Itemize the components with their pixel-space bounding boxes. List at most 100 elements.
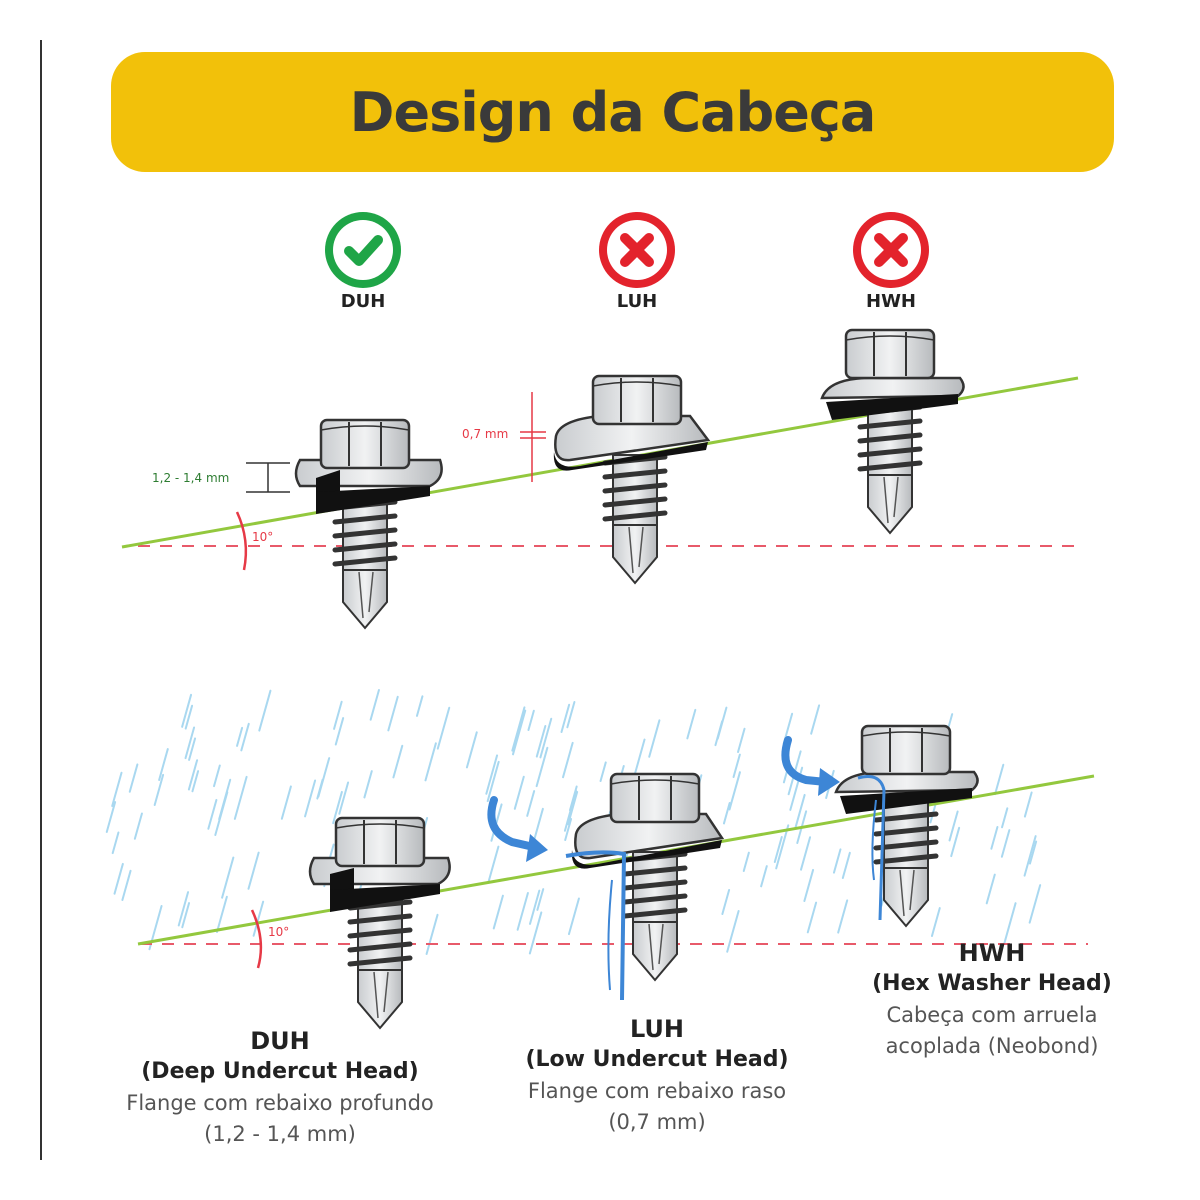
rain-streak	[188, 737, 197, 761]
duh-screw-bottom	[308, 816, 451, 1028]
rain-streak	[133, 812, 143, 840]
rain-streak	[113, 862, 124, 895]
angle-label-top: 10°	[252, 530, 273, 544]
rain-streak	[158, 748, 169, 781]
rain-streak	[529, 889, 541, 925]
rain-streak	[258, 689, 272, 732]
rain-streak	[215, 895, 228, 933]
rain-streak	[742, 851, 750, 873]
rain-streak	[1023, 835, 1037, 877]
rain-streak	[486, 760, 500, 803]
rain-streak	[218, 778, 232, 821]
rain-streak	[760, 865, 768, 888]
rain-streak	[213, 764, 221, 788]
rain-streak	[567, 790, 579, 826]
rain-streak	[338, 781, 350, 815]
rain-streak	[1023, 791, 1033, 818]
rain-streak	[686, 708, 697, 740]
caption-luh: LUH (Low Undercut Head) Flange com rebai…	[467, 1014, 847, 1138]
rain-streak	[369, 689, 380, 721]
rain-streak	[721, 889, 731, 915]
x-icon	[599, 212, 675, 288]
rain-streak	[535, 725, 547, 758]
caption-desc-line1: Cabeça com arruela	[886, 1003, 1098, 1027]
rain-streak	[930, 907, 941, 937]
rain-streak	[832, 848, 842, 874]
undercut-dimension	[246, 462, 290, 493]
caption-code: LUH	[629, 1015, 684, 1043]
rain-streak	[803, 868, 815, 903]
rain-streak	[810, 704, 821, 735]
rain-streak	[240, 722, 250, 752]
luh-screw-top	[553, 374, 711, 583]
rain-streak	[560, 703, 571, 733]
rain-streak	[994, 763, 1005, 796]
rain-streak	[415, 695, 424, 717]
rain-streak	[732, 753, 741, 779]
rain-streak	[990, 825, 999, 850]
caption-desc-line2: acoplada (Neobond)	[885, 1034, 1099, 1058]
rain-streak	[177, 891, 190, 927]
rain-streak	[648, 719, 661, 758]
rain-streak	[511, 709, 527, 756]
badge-label-duh: DUH	[340, 291, 386, 312]
arrow-head-hwh	[818, 768, 840, 796]
rain-streak	[948, 810, 959, 842]
rain-streak	[1001, 807, 1009, 829]
rain-streak	[799, 836, 812, 871]
rain-streak	[562, 741, 574, 779]
rain-streak	[568, 785, 578, 812]
water-leak-path	[565, 850, 627, 1001]
rain-streak	[247, 851, 260, 890]
rain-streak	[566, 700, 576, 729]
caption-code: DUH	[250, 1027, 310, 1055]
water-path-hwh	[857, 775, 886, 921]
rain-streak	[806, 901, 818, 934]
rain-streak	[511, 706, 526, 752]
rain-streak	[233, 775, 248, 820]
rain-streak	[1028, 884, 1042, 924]
rain-streak	[794, 793, 806, 829]
rain-streak	[184, 704, 194, 730]
rain-streak	[516, 891, 529, 931]
rain-streak	[121, 869, 132, 901]
rain-streak	[535, 746, 549, 788]
rain-streak	[181, 693, 193, 728]
rain-streak	[726, 909, 740, 953]
arrow-head-luh	[526, 834, 548, 862]
rain-streak	[728, 771, 741, 811]
x-icon	[853, 212, 929, 288]
caption-duh: DUH (Deep Undercut Head) Flange com reba…	[90, 1026, 470, 1150]
caption-desc-line2: (0,7 mm)	[608, 1110, 706, 1134]
rain-streak	[1000, 829, 1011, 858]
caption-code: HWH	[958, 939, 1026, 967]
rain-streak	[528, 911, 543, 955]
rain-streak	[775, 824, 790, 870]
rain-streak	[841, 851, 851, 879]
page-title: Design da Cabeça	[349, 80, 877, 144]
rain-streak	[564, 817, 573, 841]
rain-streak	[280, 785, 292, 820]
check-icon	[325, 212, 401, 288]
badge-label-luh: LUH	[616, 291, 658, 312]
rain-streak	[184, 726, 196, 760]
rain-streak	[332, 790, 343, 825]
rain-streak	[722, 802, 731, 825]
rain-streak	[111, 771, 123, 807]
rain-streak	[837, 899, 849, 934]
rain-streak	[363, 770, 373, 799]
rain-streak	[737, 727, 746, 753]
rain-streak	[492, 894, 504, 930]
caption-name: (Deep Undercut Head)	[141, 1059, 419, 1084]
rain-streak	[599, 761, 607, 782]
rain-streak	[536, 888, 545, 911]
title-banner: Design da Cabeça	[111, 52, 1114, 172]
hwh-screw-bottom	[834, 724, 979, 926]
rain-streak	[465, 731, 478, 769]
rain-streak	[985, 873, 996, 905]
rain-streak	[950, 826, 961, 858]
rain-streak	[387, 695, 399, 732]
angle-arc-bottom	[250, 909, 263, 969]
caption-name: (Low Undercut Head)	[525, 1047, 789, 1072]
